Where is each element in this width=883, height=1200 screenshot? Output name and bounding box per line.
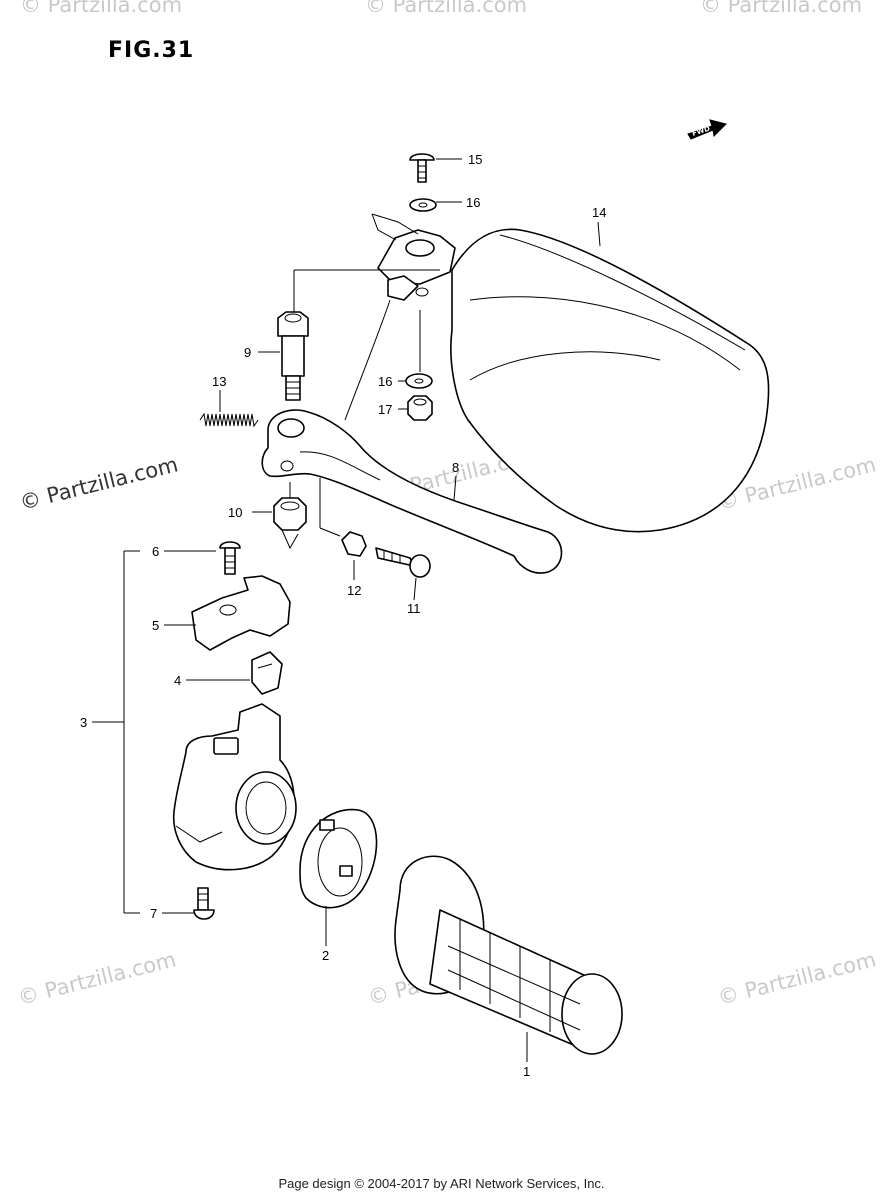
callout-16-upper: 16 bbox=[466, 195, 480, 210]
callout-13: 13 bbox=[212, 374, 226, 389]
watermark-top-right: © Partzilla.com bbox=[700, 0, 862, 17]
part-17-nut bbox=[407, 395, 433, 421]
callout-10: 10 bbox=[228, 505, 242, 520]
callout-16-lower: 16 bbox=[378, 374, 392, 389]
forward-arrow-icon: FWD bbox=[687, 119, 727, 140]
callout-3: 3 bbox=[80, 715, 87, 730]
callout-14: 14 bbox=[592, 205, 606, 220]
callout-8: 8 bbox=[452, 460, 459, 475]
part-1-grip bbox=[394, 855, 623, 1055]
callout-11: 11 bbox=[407, 601, 421, 616]
callout-6: 6 bbox=[152, 544, 159, 559]
watermark-top-left: © Partzilla.com bbox=[20, 0, 182, 17]
part-11-bolt bbox=[375, 547, 431, 578]
callout-17: 17 bbox=[378, 402, 392, 417]
page-footer: Page design © 2004-2017 by ARI Network S… bbox=[278, 1176, 605, 1191]
forward-badge-text: FWD bbox=[691, 125, 711, 138]
callout-12: 12 bbox=[347, 583, 361, 598]
part-6-screw bbox=[219, 541, 241, 575]
watermark-bottom-left: © Partzilla.com bbox=[15, 947, 178, 1009]
part-4-cam bbox=[251, 651, 283, 695]
callout-7: 7 bbox=[150, 906, 157, 921]
watermark-bottom-right: © Partzilla.com bbox=[715, 947, 878, 1009]
callout-9: 9 bbox=[244, 345, 251, 360]
callout-4: 4 bbox=[174, 673, 181, 688]
part-13-spring bbox=[199, 412, 259, 428]
callout-1: 1 bbox=[523, 1064, 530, 1079]
part-14-hand-guard bbox=[344, 213, 770, 533]
part-7-screw bbox=[193, 887, 215, 920]
part-16-washer-lower bbox=[405, 373, 433, 389]
washer-lower-hole bbox=[414, 378, 424, 384]
part-8-lever bbox=[261, 409, 563, 574]
callout-2: 2 bbox=[322, 948, 329, 963]
part-16-washer-upper bbox=[409, 198, 437, 212]
washer-hole bbox=[418, 202, 428, 208]
part-15-screw bbox=[409, 153, 435, 183]
part-10-nut bbox=[273, 497, 307, 531]
part-5-bracket bbox=[191, 575, 291, 651]
part-12-nut bbox=[341, 531, 367, 557]
callout-15: 15 bbox=[468, 152, 482, 167]
figure-title: FIG.31 bbox=[108, 38, 195, 63]
part-9-pivot-bolt bbox=[277, 311, 309, 401]
callout-5: 5 bbox=[152, 618, 159, 633]
part-2-ring bbox=[299, 808, 378, 909]
leader-lines bbox=[92, 158, 601, 1062]
part-3-lever-holder bbox=[172, 703, 297, 871]
watermark-top-mid: © Partzilla.com bbox=[365, 0, 527, 17]
watermark-left: © Partzilla.com bbox=[17, 452, 180, 514]
